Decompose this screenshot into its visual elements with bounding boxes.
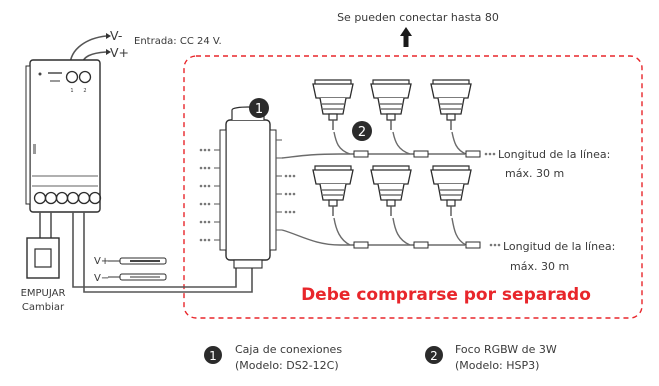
push-switch-icon — [26, 212, 60, 279]
warning-text: Debe comprarse por separado — [301, 285, 591, 305]
input-label: Entrada: CC 24 V. — [134, 36, 222, 47]
v-minus-label: V- — [110, 28, 122, 43]
legend-item-1: 1 Caja de conexiones (Modelo: DS2-12C) — [204, 343, 342, 372]
marker-1-number: 1 — [255, 102, 263, 117]
continuation-dots — [199, 148, 296, 242]
terminal-label-2: 2 — [83, 88, 86, 94]
spotlight-icon — [430, 165, 472, 217]
push-label: EMPUJAR — [21, 288, 66, 299]
top-note: Se pueden conectar hasta 80 — [337, 11, 499, 24]
line-length-row2-line2: máx. 30 m — [510, 260, 569, 273]
junction-box-icon — [214, 106, 282, 269]
legend-item-2: 2 Foco RGBW de 3W (Modelo: HSP3) — [425, 343, 557, 372]
legend-1-line2: (Modelo: DS2-12C) — [235, 359, 339, 372]
spotlight-icon — [312, 79, 354, 131]
separately-purchased-area — [183, 55, 643, 319]
junction-box-marker: 1 — [249, 98, 269, 118]
v-plus-label: V+ — [110, 45, 129, 60]
spotlight-icon — [370, 165, 412, 217]
legend-1-number: 1 — [209, 349, 217, 363]
marker-2-number: 2 — [358, 125, 366, 140]
spotlight-icon — [370, 79, 412, 131]
spare-wires: V+ V− — [94, 256, 167, 284]
spotlight-marker: 2 — [352, 121, 372, 141]
line-length-row1-line1: Longitud de la línea: — [498, 148, 610, 161]
arrow-up-icon — [400, 27, 412, 47]
line-length-row1-line2: máx. 30 m — [505, 167, 564, 180]
legend-2-number: 2 — [430, 349, 438, 363]
spotlight-icon — [430, 79, 472, 131]
legend-2-line2: (Modelo: HSP3) — [455, 359, 539, 372]
line-length-row2-line1: Longitud de la línea: — [503, 240, 615, 253]
terminal-label-1: 1 — [70, 88, 73, 94]
legend-2-line1: Foco RGBW de 3W — [455, 343, 557, 356]
spotlight-icon — [312, 165, 354, 217]
legend-1-line1: Caja de conexiones — [235, 343, 342, 356]
small-v-minus: V− — [94, 273, 109, 284]
controller-icon: 1 2 — [25, 59, 102, 213]
small-v-plus: V+ — [94, 256, 109, 267]
switch-label: Cambiar — [22, 302, 65, 313]
